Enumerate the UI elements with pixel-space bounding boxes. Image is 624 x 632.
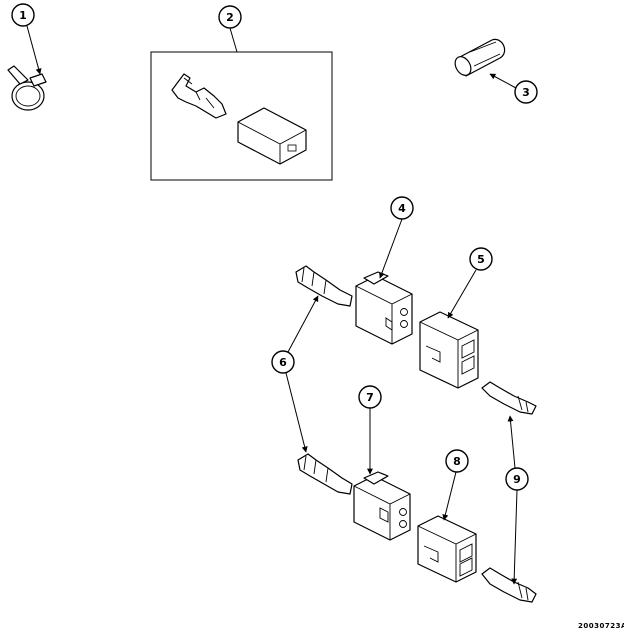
part-9-terminal-lower (481, 567, 537, 603)
part-1-clamp (7, 65, 47, 111)
part-8-housing (417, 515, 477, 583)
callout-5: 5 (447, 247, 493, 319)
part-6-terminal-lower (297, 453, 353, 495)
callout-3-label: 3 (522, 86, 530, 99)
callout-1-label: 1 (19, 9, 27, 22)
callout-2-label: 2 (226, 11, 234, 24)
callout-1: 1 (11, 3, 42, 75)
diagram-code: 20030723A (578, 622, 624, 630)
part-6-terminal-upper (295, 265, 353, 307)
callout-2: 2 (218, 5, 242, 53)
callout-4-label: 4 (398, 202, 406, 215)
callout-4: 4 (379, 196, 414, 279)
part-9-terminal-upper (481, 381, 537, 415)
part-4-housing (355, 271, 413, 345)
callout-9-label: 9 (513, 473, 521, 486)
part-7-housing (353, 471, 411, 541)
part-5-housing (419, 311, 479, 389)
callout-7: 7 (358, 385, 382, 475)
callout-6-label: 6 (279, 356, 287, 369)
callout-5-label: 5 (477, 253, 485, 266)
callout-9: 9 (505, 415, 529, 585)
callout-6: 6 (271, 295, 319, 453)
callout-8-label: 8 (453, 455, 461, 468)
callout-7-label: 7 (366, 391, 374, 404)
callout-3: 3 (489, 73, 538, 104)
callout-8: 8 (442, 449, 469, 521)
part-2-kit (150, 51, 333, 181)
part-3-sleeve (454, 38, 506, 77)
